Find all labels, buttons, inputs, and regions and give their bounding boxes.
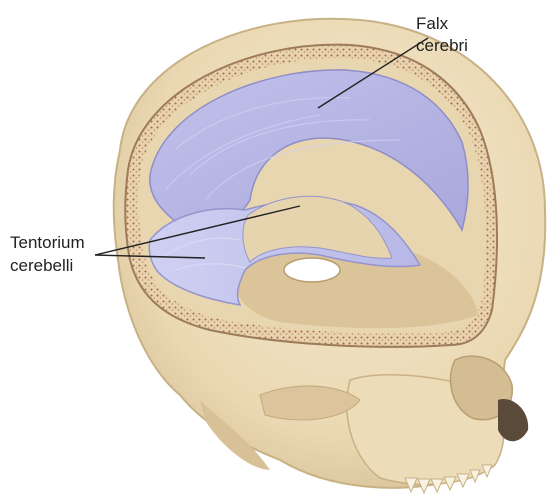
tentorium-cerebelli-label-line2: cerebelli: [10, 256, 73, 276]
foramen-magnum: [284, 258, 340, 282]
nasal-cavity: [498, 399, 528, 441]
tentorium-cerebelli-label-line1: Tentorium: [10, 233, 85, 253]
falx-cerebri-label-line1: Falx: [416, 14, 448, 34]
falx-cerebri-label-line2: cerebri: [416, 36, 468, 56]
